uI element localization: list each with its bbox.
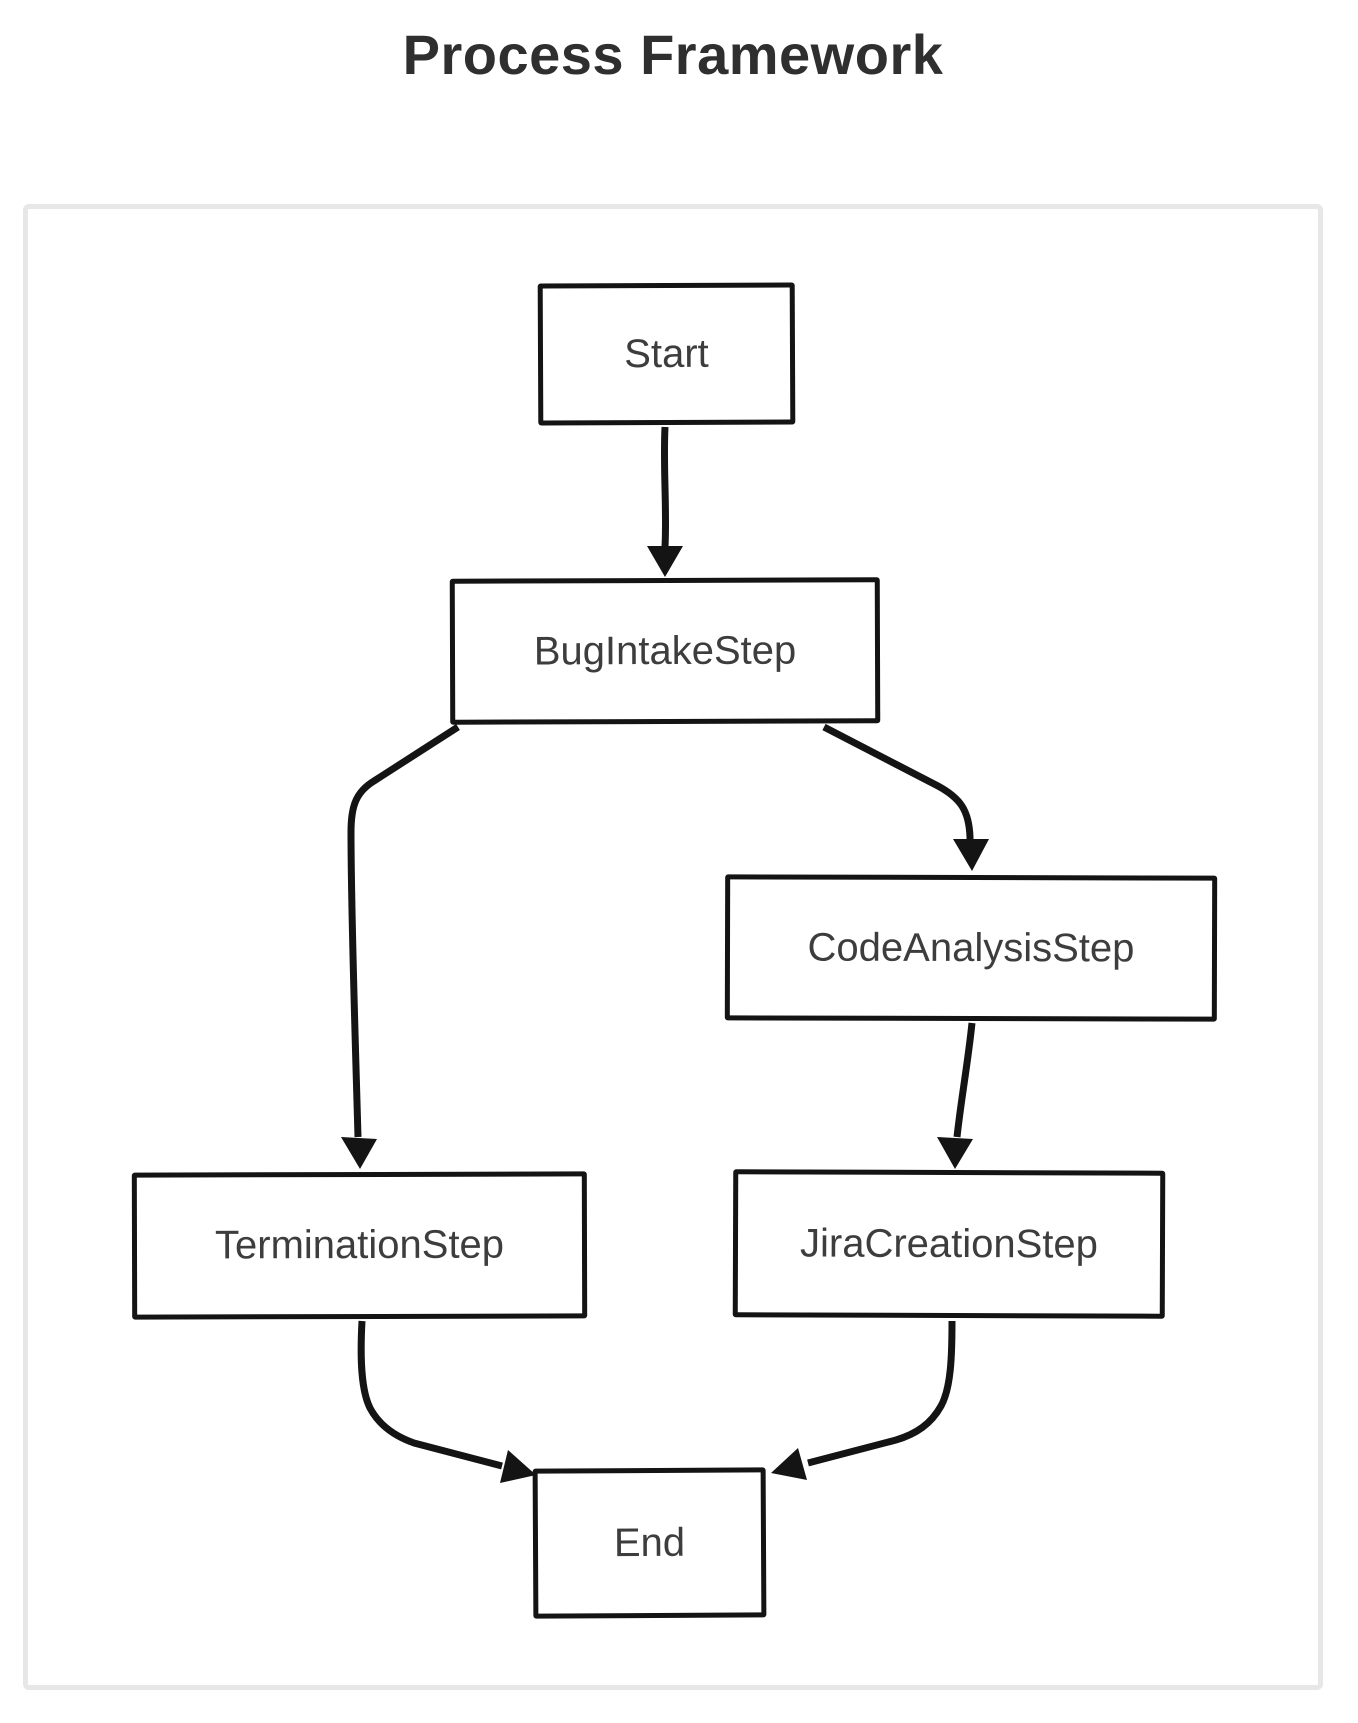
- flow-node-end-label: End: [613, 1520, 686, 1565]
- flow-node-end: End: [532, 1467, 767, 1619]
- flow-node-terminationstep: TerminationStep: [131, 1171, 588, 1320]
- flow-node-codeanalysisstep: CodeAnalysisStep: [724, 874, 1218, 1022]
- flow-node-terminationstep-label: TerminationStep: [214, 1222, 505, 1268]
- flow-node-start: Start: [537, 282, 796, 426]
- flow-node-bugintakestep: BugIntakeStep: [449, 577, 881, 725]
- flow-node-bugintakestep-label: BugIntakeStep: [533, 628, 797, 673]
- flow-node-start-label: Start: [624, 331, 709, 376]
- flow-node-codeanalysisstep-label: CodeAnalysisStep: [807, 925, 1135, 970]
- page-title: Process Framework: [402, 23, 944, 86]
- flow-node-jiracreationstep-label: JiraCreationStep: [799, 1220, 1099, 1267]
- flow-node-jiracreationstep: JiraCreationStep: [732, 1169, 1166, 1319]
